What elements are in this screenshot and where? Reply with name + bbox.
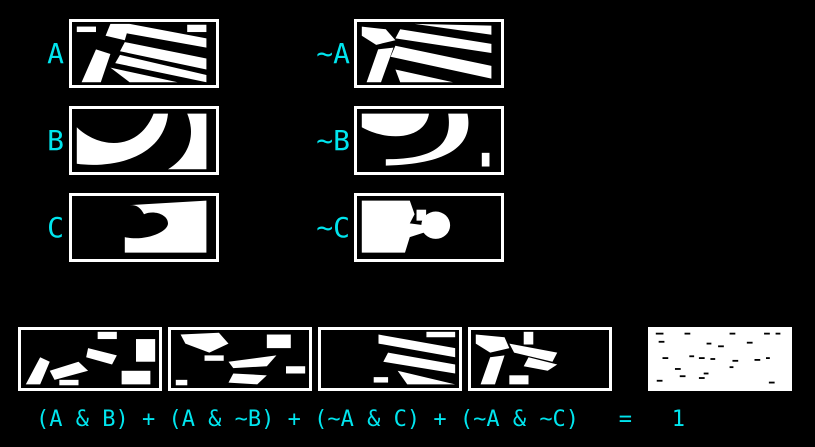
label-not-a: ~A (316, 37, 350, 70)
mask-a-and-not-b-image (168, 327, 312, 391)
mask-not-a-and-c-image (318, 327, 462, 391)
label-a: A (47, 37, 64, 70)
label-not-c: ~C (316, 211, 350, 244)
mask-sum-result-image (648, 327, 792, 391)
mask-b-image (69, 106, 219, 175)
label-not-b: ~B (316, 124, 350, 157)
mask-not-b-image (354, 106, 504, 175)
mask-a-image (69, 19, 219, 88)
mask-not-a-and-not-c-image (468, 327, 612, 391)
label-c: C (47, 211, 64, 244)
boolean-identity-formula: (A & B) + (A & ~B) + (~A & C) + (~A & ~C… (36, 407, 686, 432)
label-b: B (47, 124, 64, 157)
mask-not-c-image (354, 193, 504, 262)
mask-a-and-b-image (18, 327, 162, 391)
mask-not-a-image (354, 19, 504, 88)
mask-c-image (69, 193, 219, 262)
